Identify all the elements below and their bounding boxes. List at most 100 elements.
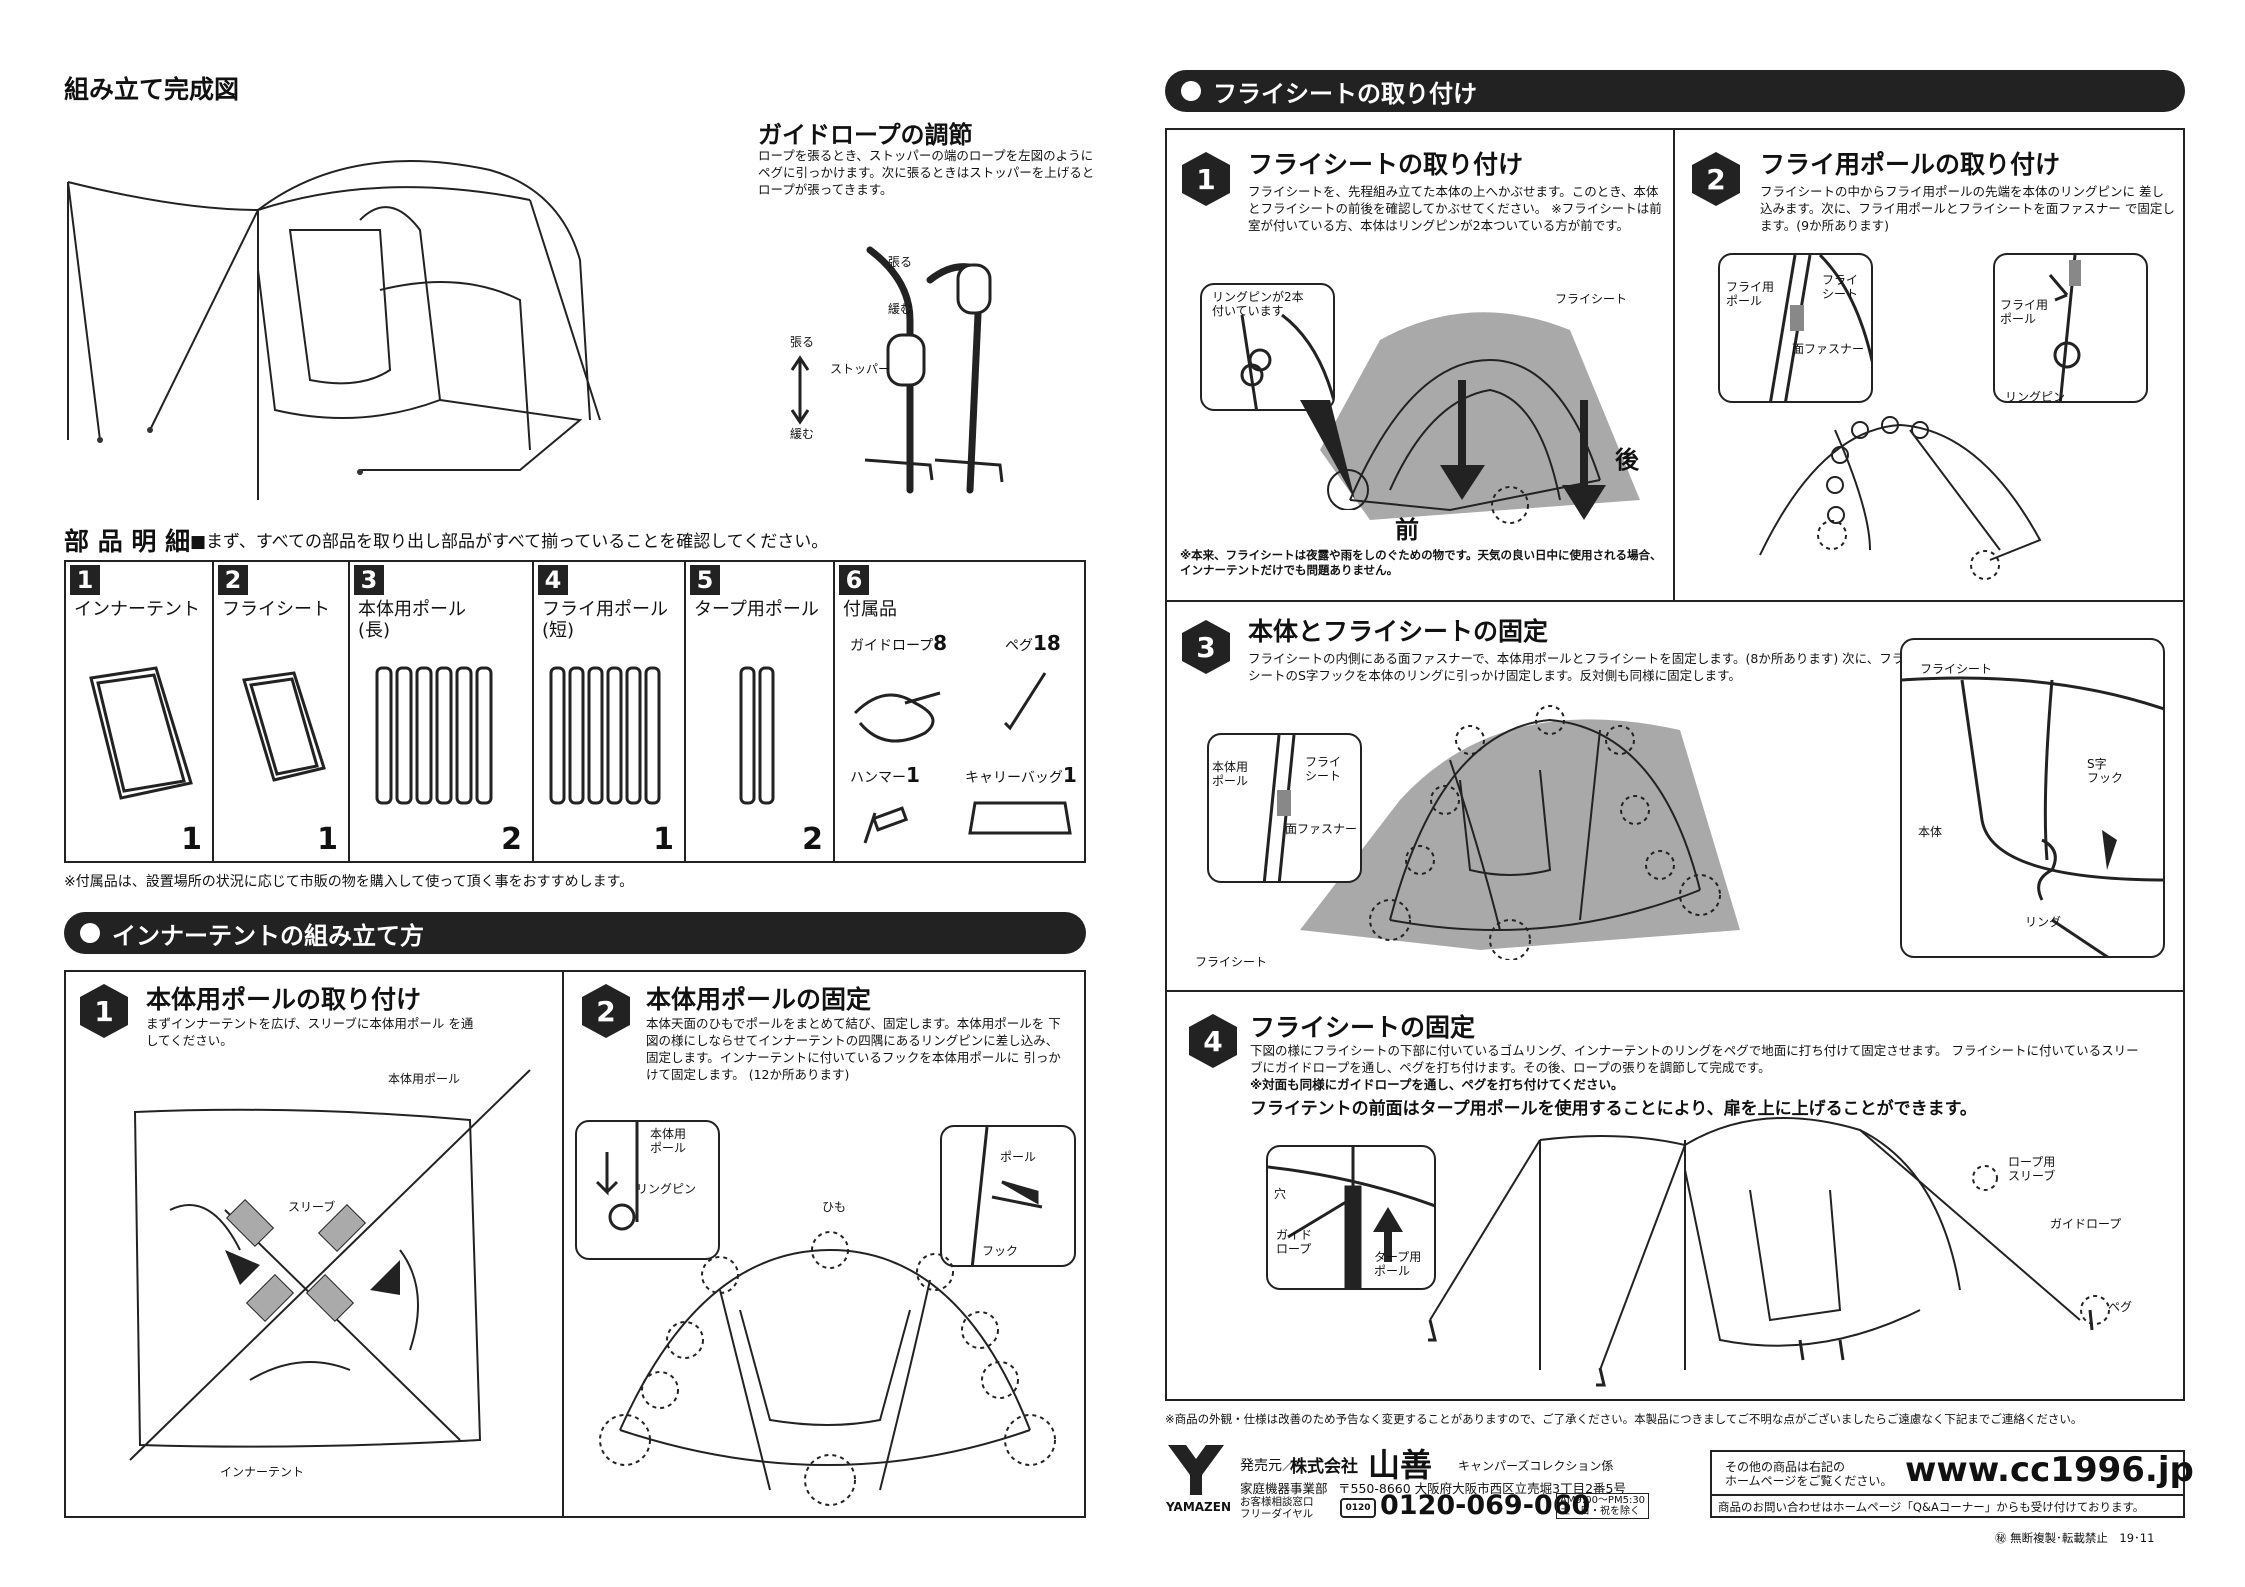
guide-rope-desc: ロープを張るとき、ストッパーの端のロープを左図のように ペグに引っかけます。次に…	[758, 148, 1095, 197]
parts-table	[64, 560, 1086, 863]
fly-step-1-title: フライシートの取り付け	[1248, 150, 1524, 179]
body-pole-velcro-magnified	[1207, 733, 1362, 883]
fly-ringpin-magnified	[1993, 253, 2148, 403]
hook-magnified	[940, 1125, 1076, 1267]
label-body-pole-2: 本体用 ポール	[650, 1127, 687, 1155]
part-body-pole-long: 3 本体用ポール (長) 2	[350, 563, 532, 861]
division: 家庭機器事業部	[1240, 1481, 1328, 1496]
fly-step-1-note: ※本来、フライシートは夜露や雨をしのぐための物です。天気の良い日中に使用される場…	[1180, 548, 1662, 577]
fly-step-4-title: フライシートの固定	[1250, 1013, 1476, 1042]
acc-guide-rope: ガイドロープ	[850, 638, 934, 654]
part-accessories: 6 付属品 ガイドロープ8 ペグ18 ハンマー1 キャリーバッグ1	[835, 563, 1084, 861]
label-sleeve: スリーブ	[288, 1200, 336, 1214]
parts-title: 部 品 明 細	[64, 527, 191, 556]
website-note: 商品のお問い合わせはホームページ「Q&Aコーナー」からも受け付けております。	[1718, 1500, 2145, 1514]
label-loose-2: 緩む	[790, 427, 815, 441]
fly-step-2-title: フライ用ポールの取り付け	[1760, 150, 2061, 179]
freedial-icon: 0120	[1340, 1498, 1376, 1518]
seller-prefix: 発売元／	[1240, 1458, 1296, 1474]
label-back: 後	[1615, 446, 1639, 474]
guide-rope-title: ガイドロープの調節	[758, 121, 973, 149]
parts-note: ※付属品は、設置場所の状況に応じて市販の物を購入して使って頂く事をおすすめします…	[64, 874, 634, 890]
label-tarp-pole: タープ用 ポール	[1374, 1250, 1422, 1278]
part-fly-sheet: 2 フライシート 1	[214, 563, 348, 861]
inner-step-2-title: 本体用ポールの固定	[646, 985, 872, 1014]
fly-step-1-illustration	[1320, 312, 1640, 524]
label-s-hook: S字 フック	[2087, 757, 2124, 785]
copyright: ㊙ 無断複製･転載禁止 19･11	[1995, 1531, 2155, 1545]
brand-name: YAMAZEN	[1166, 1500, 1231, 1514]
label-fly-sheet-bottom: フライシート	[1195, 955, 1268, 969]
fly-step-1-desc: フライシートを、先程組み立てた本体の上へかぶせます。このとき、本体 とフライシー…	[1248, 184, 1662, 233]
label-fly-sheet-2: フライ シート	[1822, 273, 1859, 301]
inner-tent-steps	[64, 970, 1086, 1518]
acc-carry-bag: キャリーバッグ	[965, 770, 1063, 786]
fly-step-4-illustration	[1428, 1117, 2110, 1387]
velcro-magnified	[1718, 253, 1873, 403]
fly-step-2-desc: フライシートの中からフライ用ポールの先端を本体のリングピンに 差し込みます。次に…	[1760, 184, 2175, 233]
label-fly-sheet-3: フライ シート	[1305, 755, 1342, 783]
label-fly-pole: フライ用 ポール	[1726, 280, 1775, 308]
fly-step-3-desc: フライシートの内側にある面ファスナーで、本体用ポールとフライシートを固定します。…	[1248, 651, 1917, 683]
fly-step-3-illustration	[1300, 705, 1740, 960]
label-body-pole-3: 本体用 ポール	[1212, 760, 1249, 788]
label-peg: ペグ	[2108, 1300, 2133, 1314]
assembled-tent-illustration	[67, 160, 601, 500]
fly-step-3-title: 本体とフライシートの固定	[1248, 617, 1549, 646]
tarp-pole-magnified	[1266, 1145, 1436, 1290]
company-kanji: 山善	[1368, 1446, 1433, 1484]
label-fly-sheet: フライシート	[1555, 292, 1628, 306]
label-ringpin-fly: リングピン	[2005, 390, 2066, 404]
label-front: 前	[1395, 516, 1419, 544]
inner-step-2-desc: 本体天面のひもでポールをまとめて結び、固定します。本体用ポールを 下図の様にしな…	[646, 1016, 1061, 1082]
website-url[interactable]: www.cc1996.jp	[1905, 1450, 2194, 1490]
guide-rope-illustration	[790, 246, 1004, 494]
label-loose-1: 緩む	[888, 302, 913, 316]
acc-hammer: ハンマー	[850, 770, 906, 786]
website-box	[1710, 1450, 2185, 1518]
yamazen-logo-icon	[1168, 1445, 1224, 1495]
phone-number[interactable]: 0120-069-060	[1380, 1490, 1591, 1521]
fly-sheet-steps	[1165, 128, 2185, 1401]
s-hook-magnified	[1900, 638, 2165, 958]
parts-subtitle: ■まず、すべての部品を取り出し部品がすべて揃っていることを確認してください。	[190, 532, 829, 552]
label-guide-rope-main: ガイドロープ	[2050, 1217, 2122, 1231]
fly-step-4-highlight: フライテントの前面はタープ用ポールを使用することにより、扉を上に上げることができ…	[1250, 1099, 1977, 1119]
bullet-icon	[1181, 81, 1201, 101]
support-label: お客様相談窓口 フリーダイヤル	[1240, 1496, 1314, 1520]
inner-step-1-desc: まずインナーテントを広げ、スリーブに本体用ポール を通してください。	[146, 1016, 474, 1048]
ringpin-magnified	[575, 1120, 720, 1260]
acc-peg: ペグ	[1005, 638, 1033, 654]
label-body-pole: 本体用ポール	[388, 1072, 461, 1086]
inner-step-2-illustration	[599, 1231, 1056, 1506]
label-rope-sleeve: ロープ用 スリーブ	[2008, 1155, 2056, 1183]
inner-tent-banner: インナーテントの組み立て方	[64, 912, 1086, 954]
website-pre: その他の商品は右記の ホームページをご覧ください。	[1725, 1460, 1893, 1488]
label-hole: 穴	[1274, 1187, 1287, 1201]
bullet-icon	[80, 923, 100, 943]
label-ringpin-left: リングピン	[636, 1182, 697, 1196]
label-himo: ひも	[822, 1200, 847, 1214]
label-inner-tent: インナーテント	[220, 1465, 305, 1479]
label-fly-sheet-mag: フライシート	[1920, 662, 1993, 676]
label-fly-pole-2: フライ用 ポール	[2000, 298, 2049, 326]
fly-step-2-illustration	[1759, 416, 2042, 580]
label-body: 本体	[1918, 825, 1943, 839]
fly-step-4-number: 4	[1187, 1012, 1239, 1070]
fly-sheet-banner: フライシートの取り付け	[1165, 70, 2185, 112]
fly-step-4-desc: 下図の様にフライシートの下部に付いているゴムリング、インナーテントのリングをペグ…	[1250, 1043, 2139, 1075]
fly-step-3-number: 3	[1180, 618, 1232, 676]
step-2-number: 2	[580, 982, 632, 1040]
label-hook: フック	[982, 1244, 1019, 1258]
label-ring: リング	[2025, 915, 2062, 929]
label-velcro-3: 面ファスナー	[1285, 822, 1358, 836]
fly-step-4-desc-bold: ※対面も同様にガイドロープを通し、ペグを打ち付けてください。	[1250, 1077, 1624, 1092]
label-guide-rope-mag: ガイド ロープ	[1276, 1228, 1313, 1256]
ringpin-2-magnified	[1200, 283, 1335, 411]
label-pole: ポール	[1000, 1150, 1037, 1164]
address: 〒550-8660 大阪府大阪市西区立売堀3丁目2番5号	[1338, 1481, 1627, 1496]
label-ringpin-2: リングピンが2本 付いています	[1212, 290, 1304, 318]
support-hours: AM9:00〜PM5:30 土・日・祝を除く	[1556, 1493, 1650, 1519]
label-stopper: ストッパー	[830, 362, 891, 376]
label-tension-2: 張る	[790, 335, 815, 349]
